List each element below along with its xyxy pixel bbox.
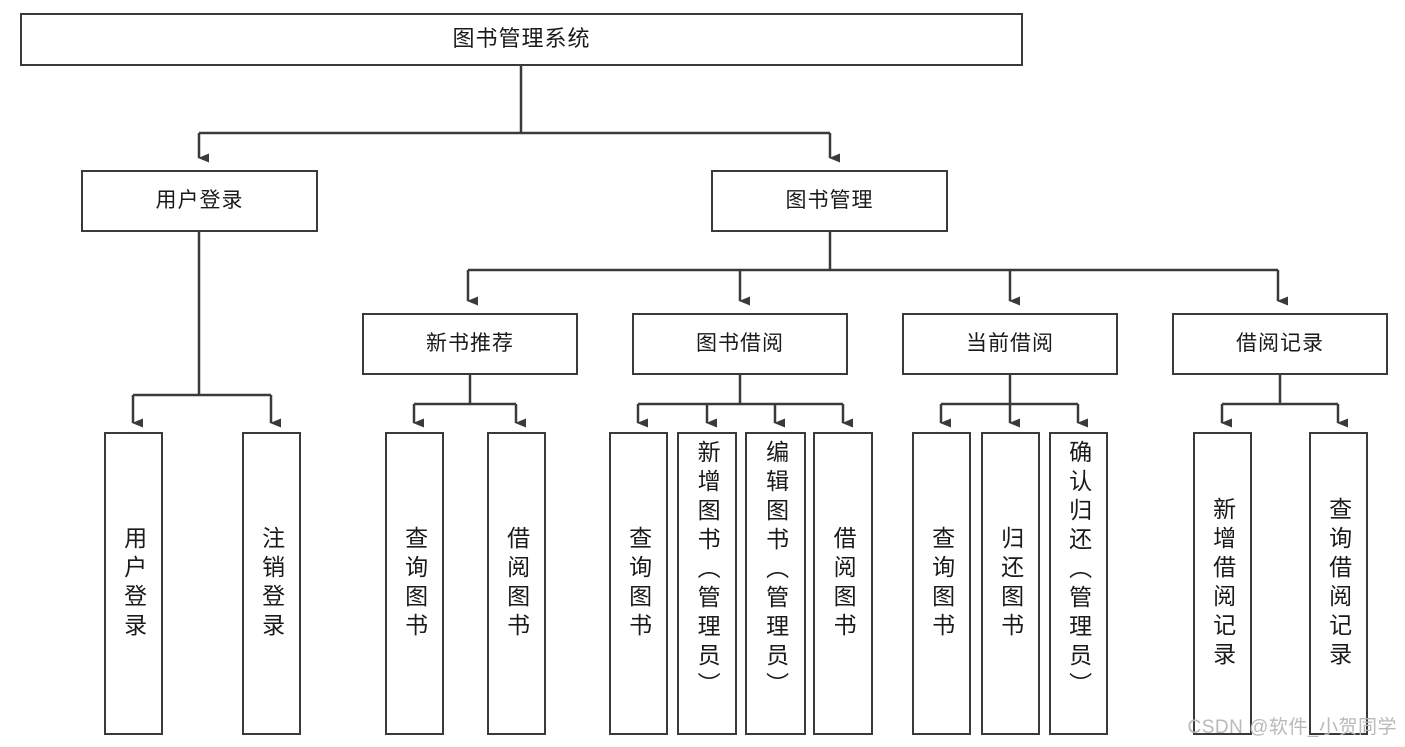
node-borrow-record[interactable]: 借阅记录 [1172,313,1388,375]
leaf-borrow-edit-book-admin[interactable]: 编辑图书（管理员） [745,432,806,735]
node-new-book-recommend[interactable]: 新书推荐 [362,313,578,375]
leaf-current-return-book[interactable]: 归还图书 [981,432,1040,735]
node-user-login[interactable]: 用户登录 [81,170,318,232]
node-root-system[interactable]: 图书管理系统 [20,13,1023,66]
leaf-record-add-record[interactable]: 新增借阅记录 [1193,432,1252,735]
leaf-current-confirm-return-admin[interactable]: 确认归还（管理员） [1049,432,1108,735]
leaf-user-login-logout[interactable]: 注销登录 [242,432,301,735]
leaf-new-book-borrow[interactable]: 借阅图书 [487,432,546,735]
node-book-management[interactable]: 图书管理 [711,170,948,232]
leaf-current-query-book[interactable]: 查询图书 [912,432,971,735]
node-book-borrow[interactable]: 图书借阅 [632,313,848,375]
watermark-text: CSDN @软件_小贺同学 [1187,717,1397,738]
node-current-borrow[interactable]: 当前借阅 [902,313,1118,375]
leaf-new-book-query[interactable]: 查询图书 [385,432,444,735]
leaf-user-login-login[interactable]: 用户登录 [104,432,163,735]
leaf-borrow-borrow-book[interactable]: 借阅图书 [813,432,873,735]
leaf-borrow-query-book[interactable]: 查询图书 [609,432,668,735]
leaf-borrow-add-book-admin[interactable]: 新增图书（管理员） [677,432,737,735]
leaf-record-query-record[interactable]: 查询借阅记录 [1309,432,1368,735]
